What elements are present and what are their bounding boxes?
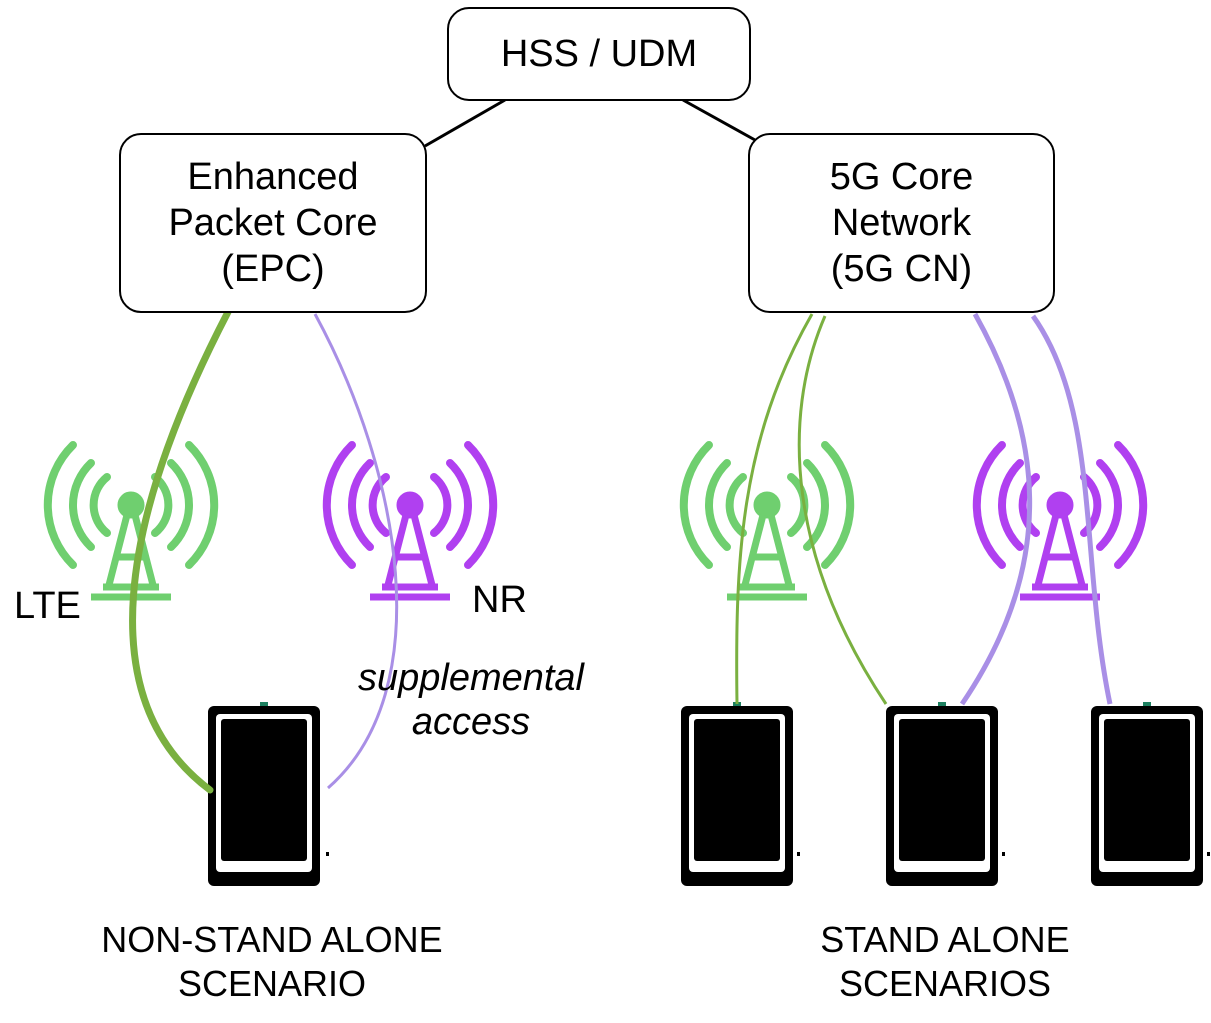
nr-link-sa-2 <box>1030 314 1113 705</box>
nsa-caption-line-2: SCENARIO <box>177 963 367 1004</box>
antenna-tower-icon <box>48 445 214 597</box>
epc-node: Enhanced Packet Core (EPC) <box>119 133 427 313</box>
link-hss-epc <box>424 98 506 148</box>
hss-udm-label: HSS / UDM <box>500 33 698 75</box>
lte-label: LTE <box>14 585 81 627</box>
supplemental-access-annotation: supplemental access <box>340 656 602 744</box>
epc-line-3: (EPC) <box>221 248 325 290</box>
epc-line-1: Enhanced <box>187 156 359 198</box>
epc-line-2: Packet Core <box>168 202 378 244</box>
annotation-line-1: supplemental <box>357 657 585 699</box>
smartphone-icon <box>681 702 793 886</box>
lte-link-nsa <box>129 308 232 794</box>
smartphone-icon <box>1091 702 1203 886</box>
lte-link-sa-1 <box>735 313 814 705</box>
smartphone-icon <box>886 702 998 886</box>
lte-link-sa-2 <box>797 315 888 705</box>
link-hss-5gcn <box>682 98 756 142</box>
nr-link-nsa <box>313 313 399 790</box>
smartphone-icon <box>208 702 320 886</box>
5g-core-line-3: (5G CN) <box>830 248 973 290</box>
nsa-caption-line-1: NON-STAND ALONE <box>101 919 443 960</box>
5g-core-node: 5G Core Network (5G CN) <box>748 133 1055 313</box>
sa-caption: STAND ALONE SCENARIOS <box>765 918 1125 1006</box>
antenna-tower-icon <box>327 445 493 597</box>
antenna-tower-icon <box>977 445 1143 597</box>
nsa-caption: NON-STAND ALONE SCENARIO <box>62 918 482 1006</box>
5g-core-line-1: 5G Core <box>829 156 974 198</box>
sa-caption-line-2: SCENARIOS <box>838 963 1052 1004</box>
annotation-line-2: access <box>411 701 531 743</box>
antenna-tower-icon <box>684 445 850 597</box>
hss-udm-node: HSS / UDM <box>447 7 751 101</box>
nr-label: NR <box>472 579 527 621</box>
nr-link-sa-1 <box>959 312 1033 706</box>
sa-caption-line-1: STAND ALONE <box>820 919 1070 960</box>
5g-core-line-2: Network <box>831 202 972 244</box>
